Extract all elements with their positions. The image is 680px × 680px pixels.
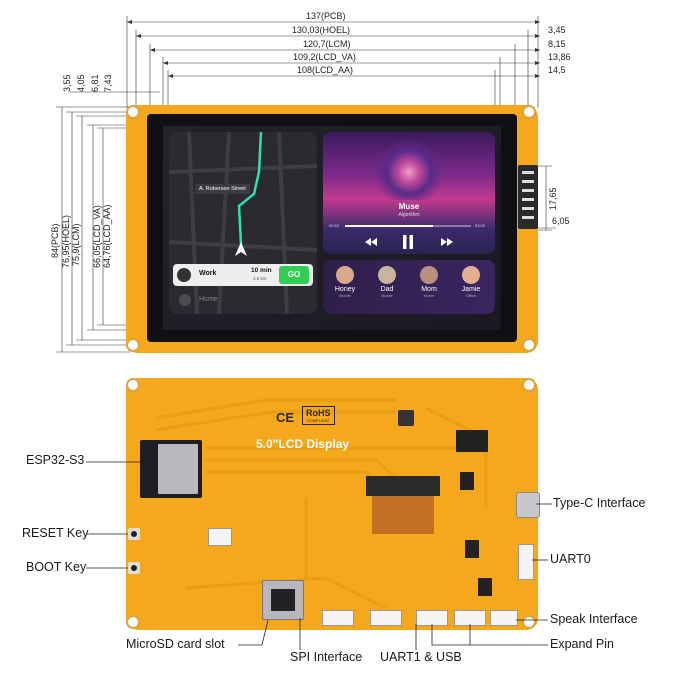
mount-hole <box>522 615 536 629</box>
rewind-icon[interactable] <box>365 238 377 246</box>
dim-right-2: 8,15 <box>548 39 566 49</box>
mount-hole <box>126 338 140 352</box>
avatar <box>462 266 480 284</box>
mount-hole <box>522 105 536 119</box>
mount-hole <box>126 105 140 119</box>
boot-button[interactable] <box>128 562 140 574</box>
time-value: 10 min <box>251 267 272 274</box>
time-end: 03:20 <box>475 223 486 228</box>
dim-lcd-aa-width: 108(LCD_AA) <box>297 65 354 75</box>
label-typec: Type-C Interface <box>553 496 646 510</box>
work-label: Work <box>199 270 217 277</box>
reset-button[interactable] <box>128 528 140 540</box>
dim-right-3: 13,86 <box>548 52 571 62</box>
progress-bar[interactable] <box>345 225 471 227</box>
contact-sub: Mobile <box>339 293 351 298</box>
ic-chip <box>460 472 474 490</box>
map-card: A. Roberson Street Work 10 min 3.5 km GO… <box>169 132 317 314</box>
ic-chip <box>456 430 488 452</box>
label-boot-key: BOOT Key <box>26 560 87 574</box>
go-button[interactable]: GO <box>279 266 309 284</box>
label-expand-pin: Expand Pin <box>550 637 614 651</box>
contact-honey[interactable]: Honey Mobile <box>327 266 363 298</box>
navigation-arrow-icon <box>235 242 247 256</box>
fast-forward-icon[interactable] <box>441 238 453 246</box>
rohs-mark: RoHS COMPLIANT <box>302 406 335 425</box>
home-label: Home <box>199 296 218 303</box>
contact-name: Dad <box>380 286 394 293</box>
esp32-module <box>140 440 202 498</box>
label-uart0: UART0 <box>550 552 591 566</box>
side-connector <box>518 165 538 229</box>
ic-chip <box>465 540 479 558</box>
briefcase-icon <box>177 268 191 282</box>
home-icon <box>179 294 191 306</box>
street-label: A. Roberson Street <box>195 184 250 194</box>
label-microsd: MicroSD card slot <box>126 637 225 651</box>
lcd-screen: A. Roberson Street Work 10 min 3.5 km GO… <box>163 126 501 330</box>
silk-title: 5.0"LCD Display <box>256 437 350 451</box>
avatar <box>420 266 438 284</box>
uart0-connector[interactable] <box>518 544 534 580</box>
dim-lcm-width: 120,7(LCM) <box>303 39 351 49</box>
mount-hole <box>126 378 140 392</box>
mount-hole <box>522 338 536 352</box>
contact-dad[interactable]: Dad Mobile <box>369 266 405 298</box>
label-speak: Speak Interface <box>550 612 638 626</box>
contact-mom[interactable]: Mom Home <box>411 266 447 298</box>
ic-chip <box>478 578 492 596</box>
contact-name: Mom <box>421 286 437 293</box>
avatar <box>378 266 396 284</box>
pcb-traces <box>155 398 488 610</box>
work-row[interactable]: Work 10 min 3.5 km GO <box>173 264 313 286</box>
label-reset-key: RESET Key <box>22 526 89 540</box>
usb-c-port[interactable] <box>516 492 540 518</box>
mount-hole <box>126 615 140 629</box>
ce-mark: CE <box>276 410 295 425</box>
time-start: 00:52 <box>329 223 340 228</box>
ic-chip <box>398 410 414 426</box>
track-artist: Algorithm <box>398 212 420 218</box>
fpc-connector <box>366 476 440 496</box>
speaker-connector[interactable] <box>490 610 518 626</box>
label-spi: SPI Interface <box>290 650 363 664</box>
album-art <box>363 138 455 200</box>
spi-connector[interactable] <box>322 610 354 626</box>
music-card: Muse Algorithm 00:52 03:20 <box>323 132 495 254</box>
dim-lcd-va-width: 109,2(LCD_VA) <box>293 52 356 62</box>
dim-pcb-width: 137(PCB) <box>306 11 346 21</box>
avatar <box>336 266 354 284</box>
dim-right-4: 14,5 <box>548 65 566 75</box>
label-uart1-usb: UART1 & USB <box>380 650 462 664</box>
contact-sub: Home <box>423 293 435 298</box>
dim-hoel-width: 130,03(HOEL) <box>292 25 351 35</box>
fpc-cable <box>372 496 434 534</box>
dim-right-side-2: 6,05 <box>552 216 570 226</box>
microsd-slot[interactable] <box>262 580 304 620</box>
label-esp32: ESP32-S3 <box>26 453 85 467</box>
distance-value: 3.5 km <box>253 276 267 281</box>
contact-name: Jamie <box>461 286 481 293</box>
contact-sub: Office <box>465 293 477 298</box>
uart1-connector[interactable] <box>370 610 402 626</box>
contact-name: Honey <box>334 286 356 293</box>
battery-connector[interactable] <box>208 528 232 546</box>
mount-hole <box>522 378 536 392</box>
home-row[interactable]: Home <box>173 290 313 310</box>
dim-right-1: 3,45 <box>548 25 566 35</box>
contact-sub: Mobile <box>381 293 393 298</box>
track-title: Muse <box>398 202 420 211</box>
contacts-card: Honey Mobile Dad Mobile Mom Home Jamie O… <box>323 260 495 314</box>
progress-fill <box>345 225 434 227</box>
contact-jamie[interactable]: Jamie Office <box>453 266 489 298</box>
pause-icon[interactable] <box>403 235 413 249</box>
